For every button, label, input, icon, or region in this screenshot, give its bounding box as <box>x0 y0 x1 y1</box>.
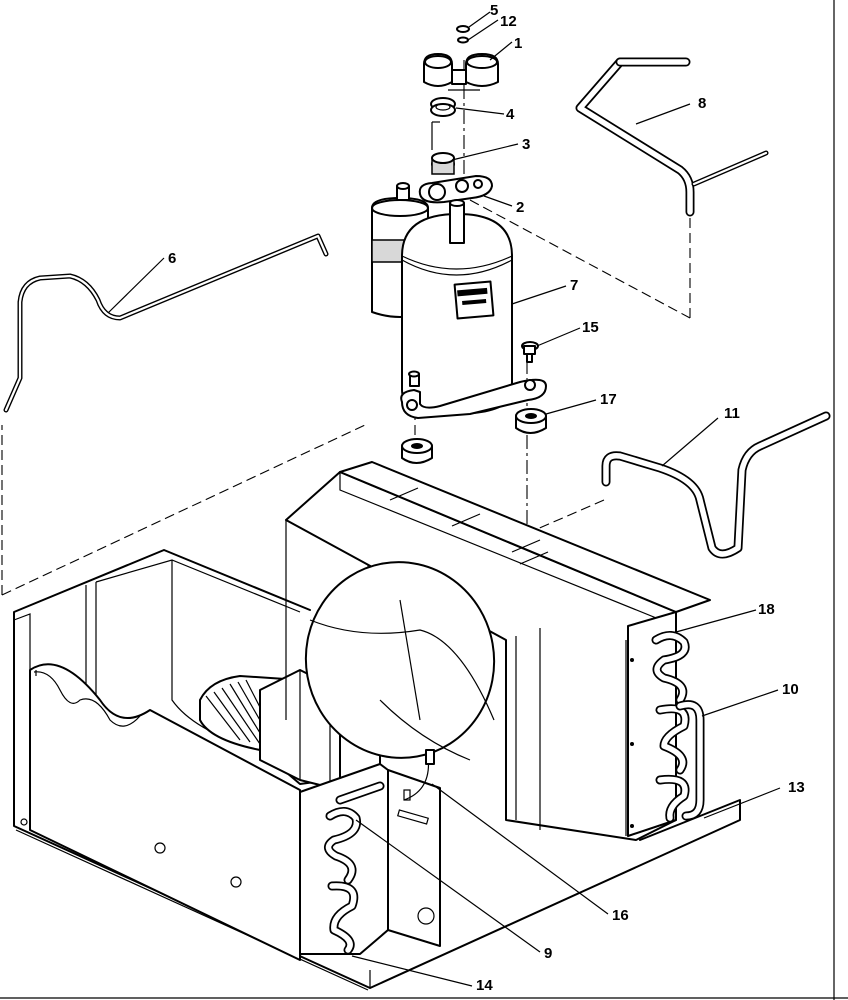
callout-3: 3 <box>522 136 530 153</box>
evaporator-coil <box>299 749 435 955</box>
callout-18: 18 <box>758 601 775 618</box>
condenser-shroud <box>285 461 711 841</box>
callout-9: 9 <box>544 945 552 962</box>
part-15-screw <box>521 341 539 363</box>
part-6-tube <box>3 233 329 413</box>
part-11-tube <box>601 411 831 559</box>
coil-tubes-left <box>324 781 385 955</box>
callout-14: 14 <box>476 977 493 994</box>
callout-13: 13 <box>788 779 805 796</box>
callout-12: 12 <box>500 13 517 30</box>
callout-17: 17 <box>600 391 617 408</box>
part-4-ring <box>430 97 456 117</box>
callout-4: 4 <box>506 106 515 123</box>
callout-labels: 5 12 1 4 3 2 8 6 7 15 17 11 18 10 13 16 … <box>168 2 805 994</box>
leader-lines <box>107 11 781 987</box>
callout-7: 7 <box>570 277 578 294</box>
callout-1: 1 <box>514 35 522 52</box>
part-12-washer <box>457 36 469 44</box>
callout-8: 8 <box>698 95 706 112</box>
blower-housing <box>13 549 441 961</box>
callout-5: 5 <box>490 2 498 19</box>
part-7-compressor <box>371 182 547 419</box>
callout-15: 15 <box>582 319 599 336</box>
callout-10: 10 <box>782 681 799 698</box>
callout-11: 11 <box>724 405 740 422</box>
part-2-gasket <box>418 175 493 204</box>
callout-6: 6 <box>168 250 176 267</box>
terminal-cover-stack <box>418 25 499 204</box>
coil-tubes-right <box>651 631 690 823</box>
callout-16: 16 <box>612 907 629 924</box>
part-3-overload <box>431 121 455 175</box>
part-5-screw <box>456 25 470 33</box>
condenser-coil <box>627 611 705 837</box>
part-17-grommets <box>401 408 547 464</box>
part-8-tube <box>575 57 769 217</box>
callout-2: 2 <box>516 199 524 216</box>
part-1-cover <box>423 53 499 91</box>
